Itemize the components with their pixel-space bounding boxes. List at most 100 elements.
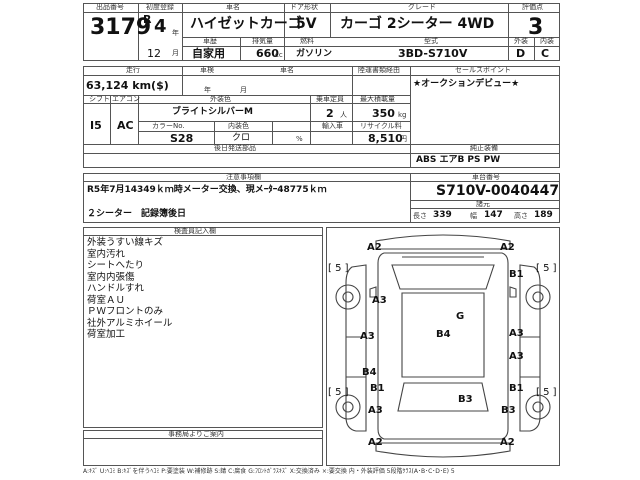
mark-g: G (456, 311, 465, 322)
reception-box (83, 430, 323, 466)
mark-b1-left: B1 (370, 383, 385, 394)
reg-year-unit: 年 (172, 29, 179, 37)
interior-score-label: 内装 (540, 37, 554, 45)
inspection-year-unit: 年 (204, 86, 211, 94)
chassis-number: S710V-0040447 (436, 183, 560, 199)
rear-bumper-outline (375, 442, 511, 458)
inspection-label: 車検 (200, 66, 214, 74)
mark-5-upper-right: [ 5 ] (536, 263, 557, 274)
sales-point: ★オークションデビュー★ (413, 79, 520, 89)
car-name: ハイゼットカーゴ (190, 16, 302, 32)
wheel-front-left (335, 284, 361, 310)
score-label: 評価点 (522, 3, 543, 11)
door-type: 5V (296, 16, 317, 32)
mark-a2-top-right: A2 (500, 242, 515, 253)
mileage-label: 走行 (126, 66, 140, 74)
legend-text: A:ｷｽﾞ U:ﾍｺﾐ B:ｷｽﾞを伴うﾍｺﾐ P:要塗装 W:補修跡 S:錆 … (83, 468, 455, 475)
after-parts-label: 後日発送部品 (214, 144, 256, 152)
mark-5-lower-left: [ 5 ] (328, 387, 349, 398)
top-grid (83, 3, 560, 61)
remark-item: 社外アルミホイール (87, 317, 173, 329)
width-value: 147 (484, 210, 503, 220)
mark-a2-bottom-left: A2 (368, 437, 383, 448)
car-diagram (335, 234, 551, 458)
top-view-body (377, 252, 509, 440)
remark-item: シートへたり (87, 260, 145, 271)
percent-sign: % (296, 135, 303, 143)
notes-label: 注意事項欄 (226, 173, 261, 181)
shift-label: シフト (89, 95, 110, 103)
remark-item: 荷室ＡＵ (87, 294, 126, 306)
remark-item: 外装うすい線キズ (87, 237, 164, 248)
car-name2-label: 車名 (280, 66, 294, 74)
interior-score: C (541, 47, 550, 60)
reg-month: 12 (147, 47, 161, 60)
recycle-doc-label: 陸運書類経由 (358, 66, 400, 74)
recycle-label: リサイクル料 (360, 122, 402, 130)
model-label: 型式 (424, 37, 438, 45)
inspector-notes-label: 検査員記入欄 (174, 227, 216, 235)
wheel-rear-right (525, 394, 551, 420)
length-label: 長さ (413, 212, 427, 220)
wheel-front-right (525, 284, 551, 310)
front-bumper-outline (375, 234, 511, 250)
capacity-label: 乗車定員 (316, 95, 344, 103)
max-load-unit: kg (398, 111, 407, 119)
reg-month-unit: 月 (172, 49, 179, 57)
exterior-score: D (516, 47, 526, 60)
right-side-view (519, 264, 541, 432)
mark-a3-right-2: A3 (509, 351, 524, 362)
door-label: ドア形状 (290, 3, 318, 11)
exterior-color-label: 外装色 (210, 95, 231, 103)
era: R (143, 13, 152, 26)
mark-a2-top-left: A2 (367, 242, 382, 253)
rear-window (397, 382, 489, 412)
grade-label: グレード (408, 3, 436, 11)
width-label: 幅 (470, 212, 477, 220)
import-label: 輸入車 (322, 122, 343, 130)
equipment: ABS エアB PS PW (416, 155, 501, 165)
mark-b3-center: B3 (458, 394, 473, 405)
roof (401, 292, 485, 378)
max-load-label: 最大積載量 (360, 95, 395, 103)
exterior-color: ブライトシルバーM (172, 107, 253, 117)
shift: I5 (90, 119, 102, 132)
max-load: 350 (372, 107, 395, 120)
mark-5-lower-right: [ 5 ] (536, 387, 557, 398)
wheel-rear-left (335, 394, 361, 420)
category: 自家用 (192, 47, 225, 60)
interior-color: クロ (232, 133, 251, 143)
score: 3 (528, 15, 544, 40)
aircon: AC (117, 119, 134, 132)
grade: カーゴ 2シーター 4WD (340, 16, 495, 32)
aircon-label: エアコン (112, 95, 140, 103)
dimensions-label: 諸元 (476, 200, 490, 208)
mark-a3-right-1: A3 (509, 328, 524, 339)
windshield (391, 264, 495, 290)
displacement-unit: cc (275, 51, 283, 59)
mark-a2-bottom-right: A2 (500, 437, 515, 448)
fuel: ガソリン (296, 49, 333, 59)
exterior-score-label: 外装 (514, 37, 528, 45)
height-value: 189 (534, 210, 553, 220)
notes-line-2: ２シーター 記録簿後日 (87, 209, 187, 219)
mark-b1-top-right: B1 (509, 269, 524, 280)
equipment-label: 純正装備 (470, 144, 498, 152)
left-side-view (345, 264, 367, 432)
sales-point-label: セールスポイント (455, 66, 511, 74)
displacement: 660 (256, 47, 279, 60)
reception-notes-label: 事務局よりご案内 (168, 430, 224, 438)
first-reg-label: 初度登録 (146, 3, 174, 11)
info-grid (83, 66, 560, 168)
color-no-label: カラーNo. (152, 122, 185, 130)
length-value: 339 (433, 210, 452, 220)
inspector-remarks-list: 外装うすい線キズ 室内汚れ シートへたり 室内内張傷 ハンドルすれ 荷室ＡＵ Ｐ… (87, 237, 172, 341)
interior-color-label: 内装色 (228, 122, 249, 130)
lot-no-label: 出品番号 (96, 3, 124, 11)
recycle: 8,510 (368, 132, 403, 145)
notes-line-1: R5年7月14349ｋｍ時メーター交換、現メｰﾀｰ48775ｋｍ (87, 185, 327, 195)
inspection-month-unit: 月 (240, 86, 247, 94)
remark-item: 荷室加工 (87, 329, 126, 340)
mark-a3-top-left: A3 (372, 295, 387, 306)
remark-item: ＰＷフロントのみ (87, 306, 164, 317)
